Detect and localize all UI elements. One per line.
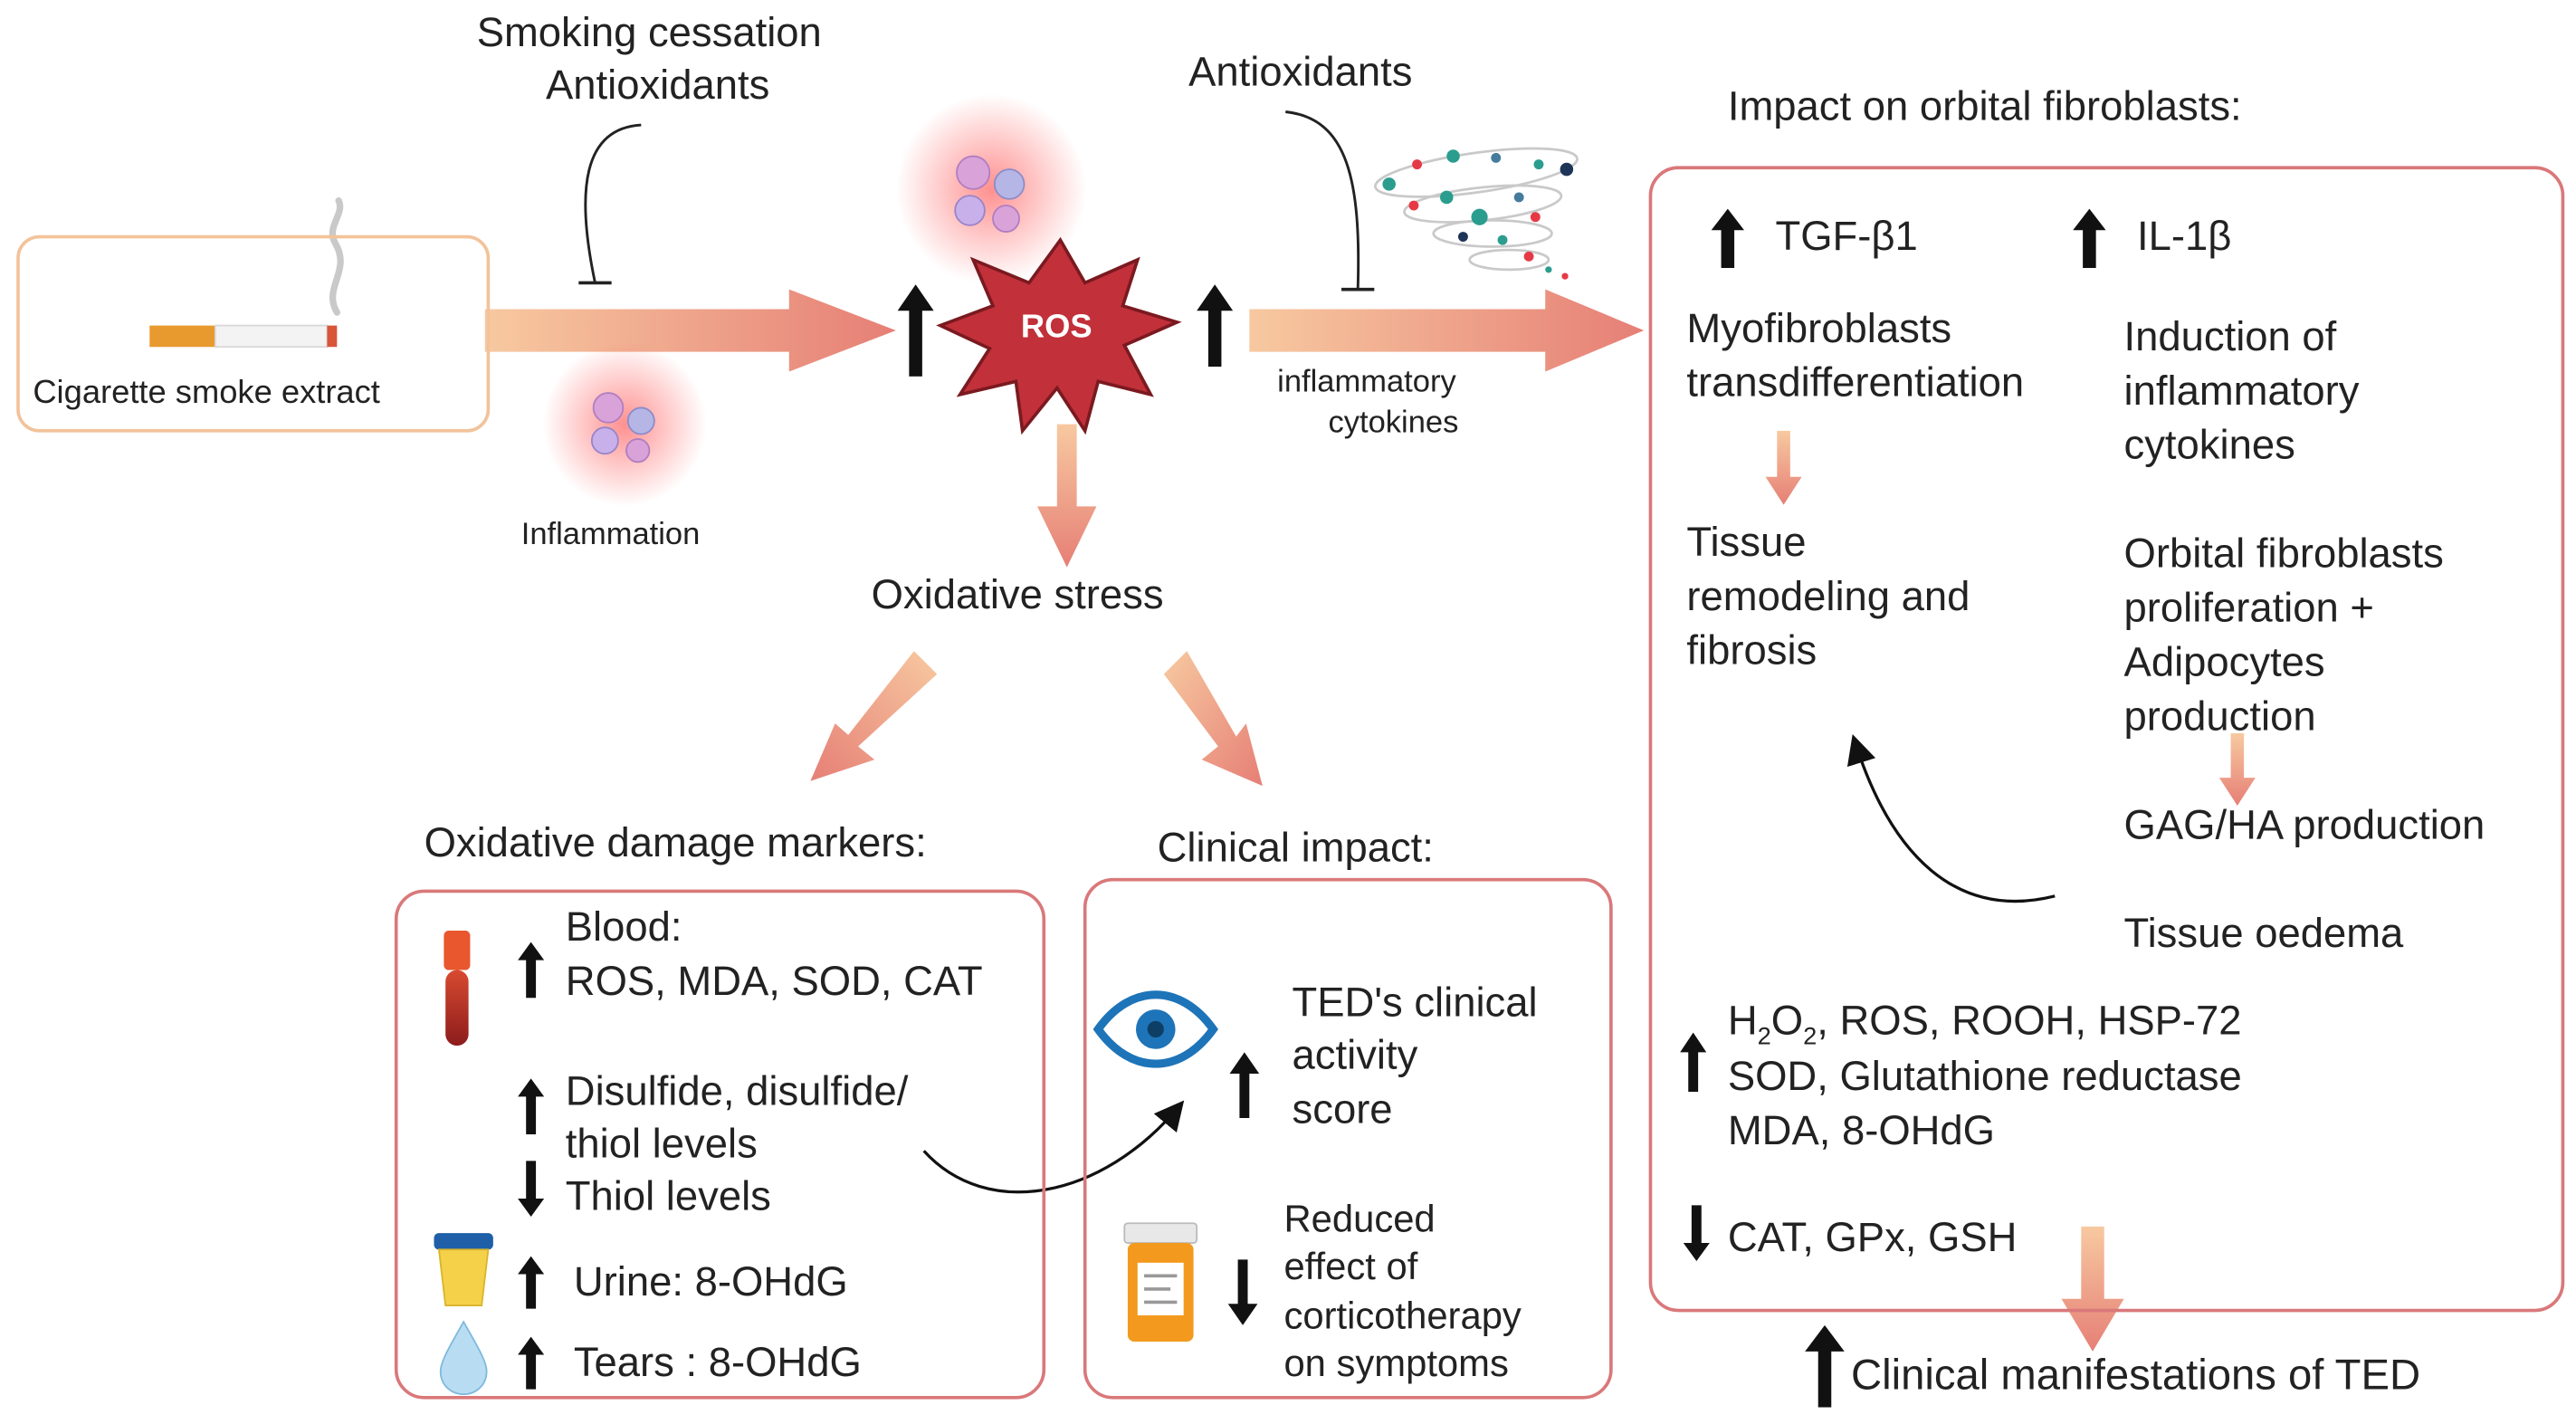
thiol-levels: Thiol levels — [565, 1173, 771, 1220]
induction-line2: inflammatory — [2123, 368, 2360, 415]
inflammation-cells-icon — [542, 341, 707, 507]
il-label: IL-1β — [2137, 214, 2232, 260]
arrow-to-markers — [810, 651, 938, 781]
inflammation-label: Inflammation — [520, 518, 701, 553]
down-arrow-icon — [1683, 1205, 1710, 1262]
oxidative-markers-box — [394, 889, 1046, 1400]
prolif-line3: Adipocytes — [2123, 639, 2325, 686]
arrow-to-clinical-manifestations — [2061, 1226, 2124, 1352]
cortico-line4: on symptoms — [1283, 1342, 1509, 1385]
up-arrow-icon — [1197, 284, 1234, 368]
arrow-to-clinical — [1163, 651, 1263, 787]
ros-starburst-icon — [936, 236, 1182, 435]
cas-line3: score — [1292, 1086, 1393, 1133]
curved-arrow-oedema-to-tissue — [1846, 734, 2056, 903]
clinical-title: Clinical impact: — [1157, 825, 1434, 872]
cigarette-icon — [149, 196, 344, 349]
tear-drop-icon — [439, 1320, 488, 1396]
ros-label: ROS — [1020, 309, 1092, 346]
blood-title: Blood: — [565, 903, 682, 951]
antioxidants-right-label: Antioxidants — [1188, 49, 1413, 96]
cortico-line3: corticotherapy — [1283, 1294, 1522, 1337]
inhibition-line-antioxidants — [1285, 110, 1360, 290]
arrow-prolif-to-gag — [2218, 733, 2256, 806]
induction-line1: Induction of — [2123, 313, 2337, 360]
blood-values: ROS, MDA, SOD, CAT — [565, 958, 983, 1005]
up-arrow-icon — [1711, 208, 1744, 269]
up-arrow-icon — [1805, 1324, 1845, 1408]
arrow-myo-to-tissue — [1765, 430, 1802, 505]
clinical-manifestations-label: Clinical manifestations of TED — [1851, 1350, 2421, 1400]
inhibition-line-smoking — [584, 123, 642, 283]
prolif-line4: production — [2123, 693, 2316, 741]
tissue-line2: remodeling and — [1686, 573, 1970, 620]
pill-bottle-icon — [1123, 1222, 1198, 1343]
up-arrow-icon — [518, 1336, 545, 1390]
urine-cup-icon — [434, 1233, 493, 1306]
arrow-ros-to-fibroblasts — [1249, 289, 1645, 372]
blood-tube-icon — [444, 930, 471, 1046]
fibroblasts-box — [1648, 166, 2565, 1313]
arrow-smoke-to-ros — [484, 289, 896, 372]
up-arrow-icon — [518, 1256, 545, 1309]
ros-cells-icon — [895, 93, 1087, 285]
cytokines-label: cytokines — [1328, 406, 1459, 441]
up-arrow-icon — [2073, 208, 2106, 269]
tissue-line3: fibrosis — [1686, 627, 1818, 674]
down-arrow-icon — [1227, 1259, 1258, 1325]
induction-line3: cytokines — [2123, 422, 2295, 469]
arrow-ros-to-oxidative-stress — [1037, 424, 1097, 568]
up-arrow-icon — [1229, 1052, 1260, 1119]
antioxidants-left-label: Antioxidants — [545, 62, 770, 109]
tissue-line1: Tissue — [1686, 519, 1807, 566]
tears-marker: Tears : 8-OHdG — [573, 1340, 862, 1387]
disulfide-line2: thiol levels — [565, 1121, 758, 1168]
cortico-line1: Reduced — [1283, 1197, 1436, 1240]
upregulated-line1: H2O2, ROS, ROOH, HSP-72 — [1727, 998, 2242, 1051]
tgf-label: TGF-β1 — [1775, 214, 1918, 260]
myo-line1: Myofibroblasts — [1686, 305, 1952, 352]
cas-line2: activity — [1292, 1032, 1418, 1079]
up-arrow-icon — [518, 1078, 545, 1135]
upregulated-line3: MDA, 8-OHdG — [1727, 1108, 1996, 1154]
prolif-line1: Orbital fibroblasts — [2123, 530, 2444, 578]
upregulated-line2: SOD, Glutathione reductase — [1727, 1054, 2242, 1101]
fibroblasts-title: Impact on orbital fibroblasts: — [1727, 83, 2242, 130]
cigarette-source-box — [16, 234, 491, 433]
gag-label: GAG/HA production — [2123, 802, 2485, 849]
clinical-impact-box — [1083, 877, 1613, 1400]
urine-marker: Urine: 8-OHdG — [573, 1259, 848, 1306]
inflammatory-label: inflammatory — [1277, 365, 1456, 400]
cas-line1: TED's clinical — [1292, 980, 1538, 1027]
prolif-line2: proliferation + — [2123, 585, 2374, 632]
eye-icon — [1092, 990, 1218, 1068]
down-arrow-icon — [518, 1161, 545, 1217]
oxidative-stress-label: Oxidative stress — [871, 572, 1164, 618]
downregulated-line: CAT, GPx, GSH — [1727, 1215, 2018, 1262]
markers-title: Oxidative damage markers: — [424, 820, 927, 867]
up-arrow-icon — [1680, 1032, 1707, 1092]
cortico-line2: effect of — [1283, 1244, 1418, 1288]
disulfide-line1: Disulfide, disulfide/ — [565, 1068, 909, 1115]
cigarette-smoke-label: Cigarette smoke extract — [33, 375, 380, 412]
up-arrow-icon — [897, 284, 934, 377]
curved-arrow-markers-to-clinical — [922, 1100, 1185, 1194]
cytokines-swirl-icon — [1374, 147, 1579, 280]
myo-line2: transdifferentiation — [1686, 359, 2025, 406]
smoking-cessation-label: Smoking cessation — [476, 9, 822, 56]
up-arrow-icon — [518, 941, 545, 999]
oedema-label: Tissue oedema — [2123, 911, 2404, 958]
